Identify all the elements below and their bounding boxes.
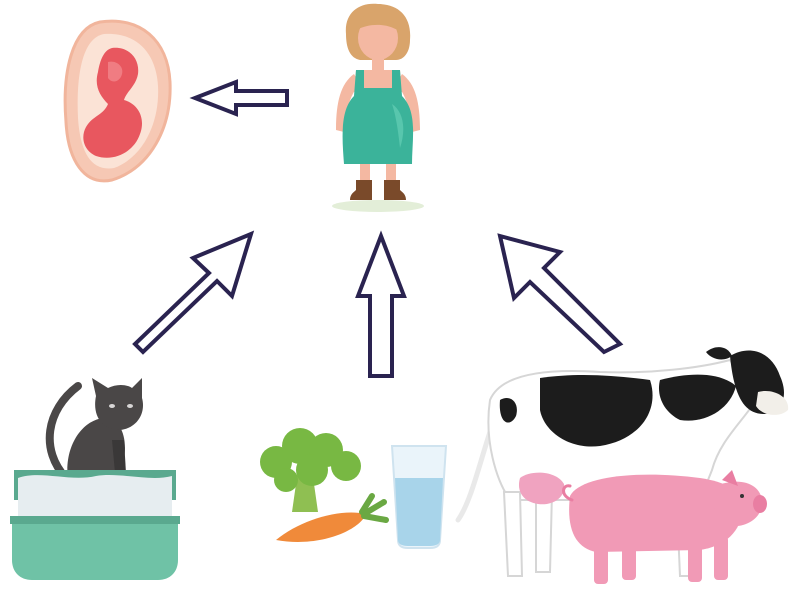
water [395,478,443,546]
fetus-in-uterus-icon [65,21,170,181]
pig-eye [740,494,744,498]
arrow-up-shape [358,236,404,376]
cow-and-pig-icon [458,347,788,584]
arrow-woman-to-fetus [195,82,287,114]
arrow-livestock-to-woman [500,236,620,352]
arrow-diagonal-left-shape [135,234,251,352]
neck [372,58,384,70]
cat-eye-left [109,404,115,408]
arrow-diagonal-right-shape [500,236,620,352]
arrow-left-shape [195,82,287,114]
boot-right [384,180,406,200]
vegetables-and-water-icon [260,428,446,548]
pregnant-woman-icon [332,4,424,212]
boot-left [350,180,372,200]
cat-in-litter-box-icon [10,378,180,580]
cat-eye-right [127,404,133,408]
broccoli-florets [260,428,361,492]
arrow-food-to-woman [358,236,404,376]
carrot-leaves [362,496,386,520]
carrot-body [276,512,366,542]
litter-box-rim [10,516,180,524]
arrow-cat-to-woman [135,234,251,352]
litter-box-front [12,520,178,580]
pig-snout [753,495,767,513]
cow-ear [706,347,732,359]
ground-shadow [332,200,424,212]
